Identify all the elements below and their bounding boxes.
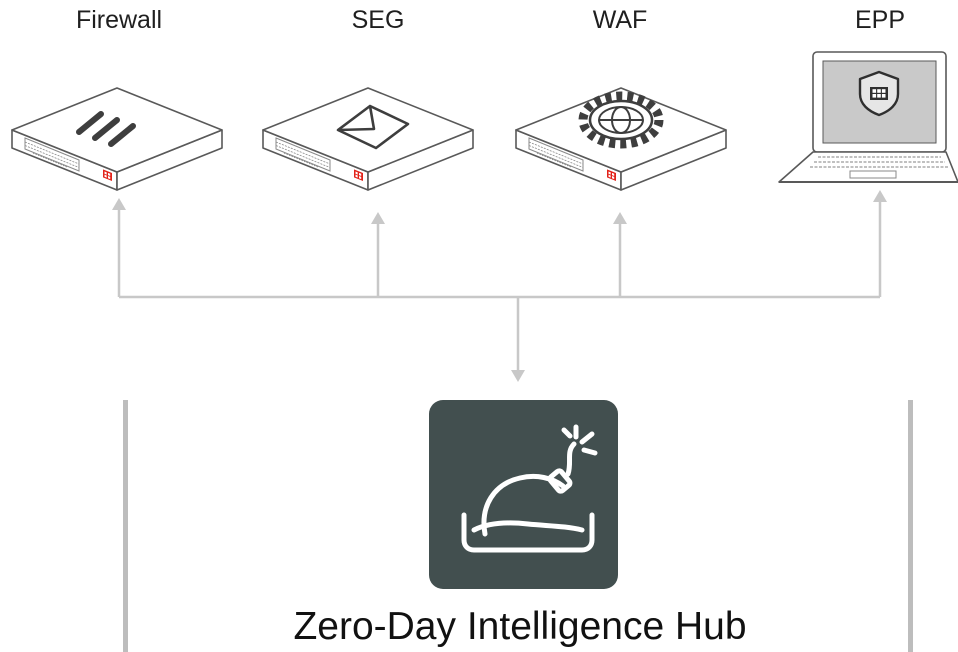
seg-device <box>262 87 474 191</box>
arrow-down-hub <box>511 370 525 382</box>
shield-icon <box>858 70 900 117</box>
device-label-waf: WAF <box>592 6 648 34</box>
zero-day-hub-tile <box>429 400 618 589</box>
epp-laptop-device <box>778 51 958 183</box>
arrow-up-firewall <box>112 198 126 210</box>
device-label-epp: EPP <box>854 6 906 34</box>
bomb-icon <box>461 424 598 553</box>
device-label-firewall: Firewall <box>75 6 163 34</box>
hub-title: Zero-Day Intelligence Hub <box>293 605 747 648</box>
arrow-up-waf <box>613 212 627 224</box>
device-label-seg: SEG <box>351 6 405 34</box>
arrow-up-seg <box>371 212 385 224</box>
envelope-icon <box>336 104 410 150</box>
arrow-up-epp <box>873 190 887 202</box>
connector-arrows <box>112 190 887 382</box>
connector-network <box>117 200 882 370</box>
gear-globe-icon <box>578 91 664 149</box>
firewall-icon <box>76 111 136 147</box>
waf-device <box>515 87 727 191</box>
left-side-bar <box>123 400 128 652</box>
right-side-bar <box>908 400 913 652</box>
firewall-device <box>11 87 223 191</box>
